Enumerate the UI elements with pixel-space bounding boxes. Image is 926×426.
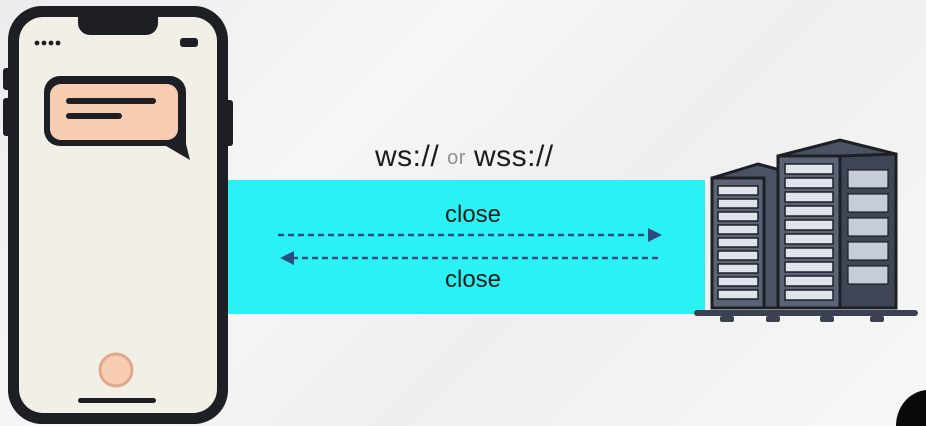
close-response-label: close bbox=[445, 266, 502, 293]
wss-scheme: wss:// bbox=[473, 140, 554, 173]
corner-shape-icon bbox=[896, 390, 926, 426]
arrow-right-icon bbox=[278, 228, 662, 242]
arrow-left-icon bbox=[280, 251, 662, 265]
ws-scheme: ws:// bbox=[375, 140, 440, 173]
close-handshake-arrows bbox=[278, 228, 662, 265]
smartphone-icon bbox=[3, 6, 233, 424]
chat-bubble-icon bbox=[44, 76, 190, 160]
server-rack-icon bbox=[694, 138, 918, 322]
or-separator: or bbox=[447, 147, 466, 169]
connection-channel bbox=[225, 180, 705, 314]
close-request-label: close bbox=[445, 201, 502, 228]
protocol-label: ws:// or wss:// bbox=[375, 140, 554, 174]
